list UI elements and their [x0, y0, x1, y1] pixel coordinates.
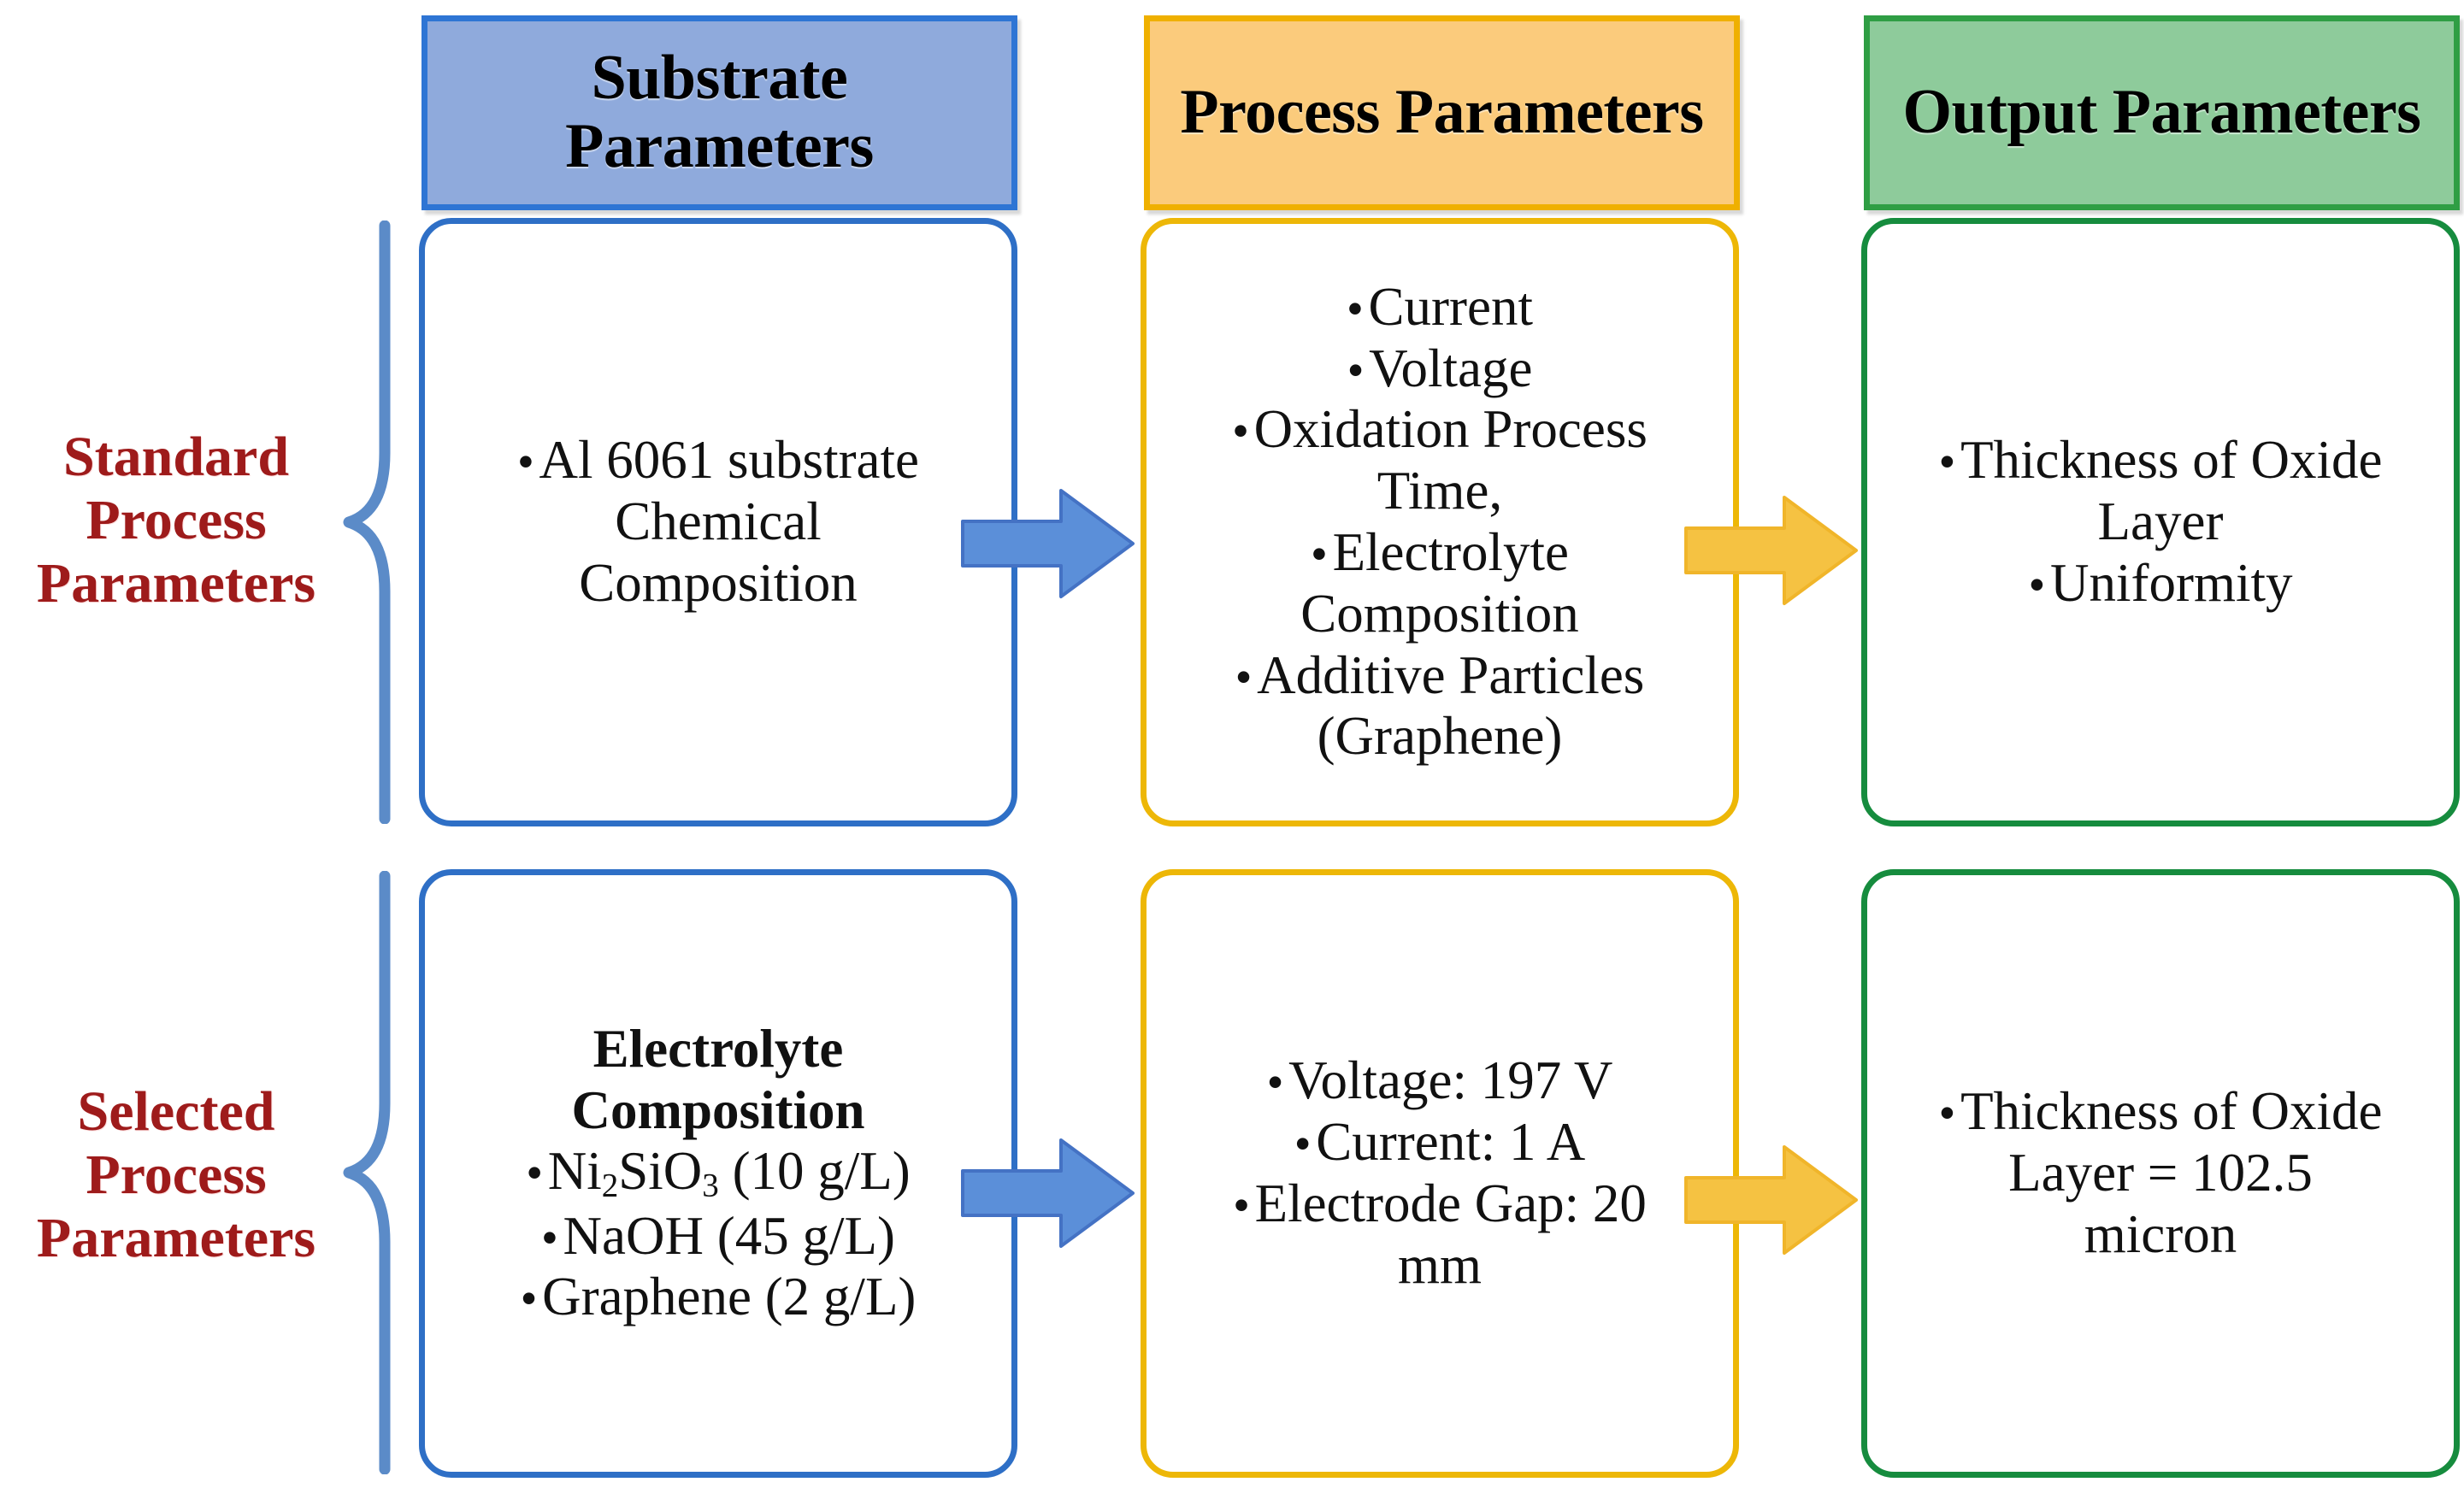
list-item-continuation: Layer = 102.5 — [2008, 1143, 2313, 1203]
list-item-continuation: Chemical — [615, 491, 822, 552]
curly-brace-icon-standard — [340, 221, 402, 824]
panel-output-standard: Thickness of Oxide Layer Uniformity — [1861, 218, 2460, 826]
panel-subtitle: Composition — [571, 1079, 865, 1140]
list-item-continuation: (Graphene) — [1317, 706, 1563, 767]
list-item: Oxidation Process — [1169, 399, 1711, 461]
right-arrow-icon-substrate-to-process-standard — [960, 487, 1135, 600]
panel-subtitle: Electrolyte — [592, 1018, 844, 1079]
list-item-ni2sio3: Ni2SiO3 (10 g/L) — [447, 1141, 989, 1205]
list-item-continuation: Layer — [2097, 491, 2224, 552]
list-item-continuation: Composition — [579, 552, 858, 613]
list-item-continuation: Time, — [1376, 461, 1503, 521]
list-item-continuation: micron — [2084, 1203, 2237, 1264]
list-item: Electrolyte — [1169, 522, 1711, 584]
list-item: Al 6061 substrate — [447, 430, 989, 491]
panel-process-standard-body: Current Voltage Oxidation Process Time, … — [1169, 277, 1711, 768]
column-header-output-label: Output Parameters — [1902, 77, 2421, 148]
list-item: Additive Particles — [1169, 645, 1711, 707]
panel-process-standard: Current Voltage Oxidation Process Time, … — [1141, 218, 1739, 826]
panel-output-selected: Thickness of Oxide Layer = 102.5 micron — [1861, 869, 2460, 1478]
list-item: Current — [1169, 277, 1711, 338]
list-item: Thickness of Oxide — [1889, 1081, 2432, 1143]
panel-substrate-standard: Al 6061 substrate Chemical Composition — [419, 218, 1017, 826]
list-item: Voltage: 197 V — [1169, 1050, 1711, 1112]
right-arrow-icon-substrate-to-process-selected — [960, 1137, 1135, 1250]
column-header-substrate-parameters: Substrate Parameters — [421, 15, 1017, 210]
column-header-output-parameters: Output Parameters — [1864, 15, 2460, 210]
panel-substrate-standard-body: Al 6061 substrate Chemical Composition — [447, 430, 989, 614]
column-header-process-parameters: Process Parameters — [1144, 15, 1740, 210]
list-item: Electrode Gap: 20 — [1169, 1173, 1711, 1235]
panel-output-selected-body: Thickness of Oxide Layer = 102.5 micron — [1889, 1081, 2432, 1265]
panel-substrate-selected: Electrolyte Composition Ni2SiO3 (10 g/L)… — [419, 869, 1017, 1478]
list-item-continuation: mm — [1397, 1234, 1482, 1295]
row-label-selected-process-parameters: Selected Process Parameters — [36, 1080, 316, 1269]
row-label-standard-process-parameters: Standard Process Parameters — [36, 426, 316, 615]
panel-process-selected: Voltage: 197 V Current: 1 A Electrode Ga… — [1141, 869, 1739, 1478]
right-arrow-icon-process-to-output-selected — [1683, 1144, 1859, 1256]
list-item: Current: 1 A — [1169, 1112, 1711, 1173]
list-item: Graphene (2 g/L) — [447, 1267, 989, 1328]
list-item: Thickness of Oxide — [1889, 430, 2432, 491]
curly-brace-icon-selected — [340, 871, 402, 1474]
right-arrow-icon-process-to-output-standard — [1683, 494, 1859, 607]
panel-substrate-selected-body: Electrolyte Composition Ni2SiO3 (10 g/L)… — [447, 1019, 989, 1328]
list-item-continuation: Composition — [1300, 583, 1579, 644]
list-item: Uniformity — [1889, 553, 2432, 615]
column-header-process-label: Process Parameters — [1180, 77, 1704, 148]
panel-process-selected-body: Voltage: 197 V Current: 1 A Electrode Ga… — [1169, 1050, 1711, 1296]
list-item: NaOH (45 g/L) — [447, 1206, 989, 1267]
list-item: Voltage — [1169, 338, 1711, 400]
column-header-substrate-label: Substrate Parameters — [565, 43, 874, 181]
panel-output-standard-body: Thickness of Oxide Layer Uniformity — [1889, 430, 2432, 614]
